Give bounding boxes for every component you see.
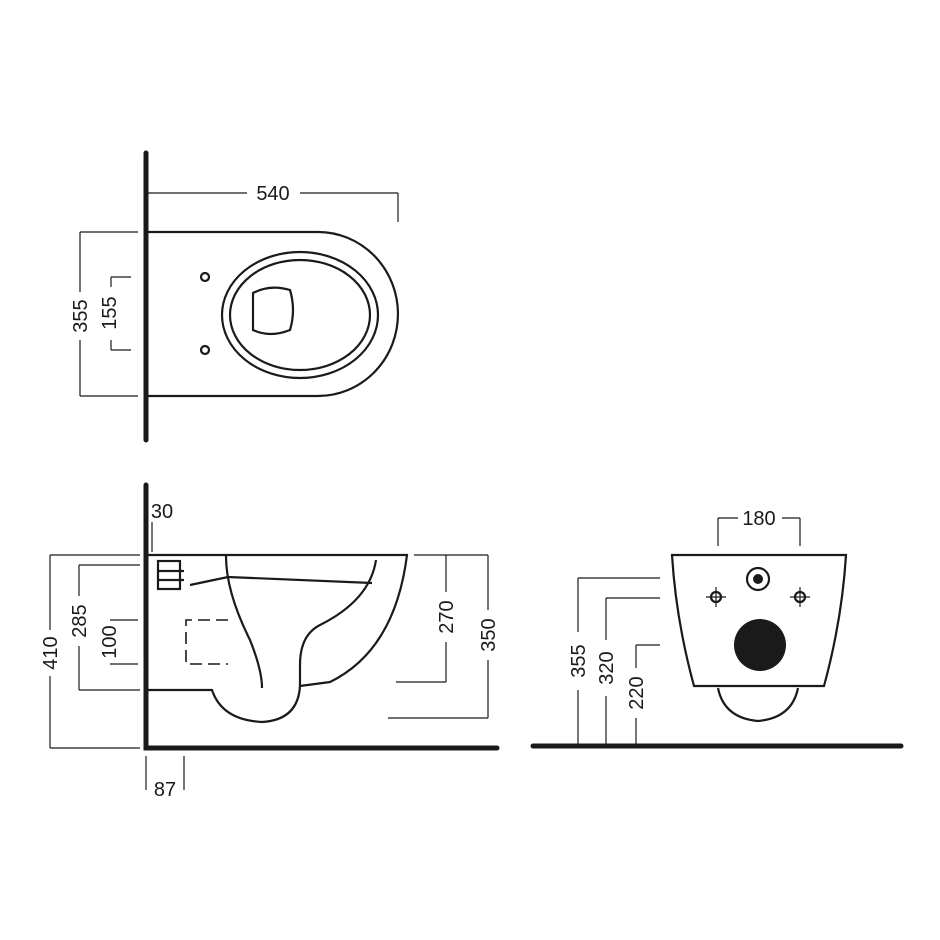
rear-view: 180 355 320 220	[530, 508, 904, 749]
water-inlet-hole	[753, 574, 763, 584]
dim-fixing-spacing-label: 180	[742, 508, 775, 530]
hidden-fixing-bracket	[185, 619, 228, 665]
side-view-trap-front	[224, 555, 264, 689]
dim-bowl-to-rim-label: 270	[436, 600, 458, 633]
seat-outer-ring	[220, 250, 380, 380]
side-view-pan-outline	[146, 553, 409, 724]
dim-inlet-height-label: 285	[69, 604, 91, 637]
waste-outlet	[734, 619, 786, 671]
inlet-connector	[156, 559, 182, 591]
dim-outlet-height-label: 220	[626, 676, 648, 709]
dim-depth-label: 355	[70, 299, 92, 332]
bowl-opening	[251, 286, 295, 336]
dim-outlet-depth-label: 87	[154, 779, 176, 801]
dim-fixing-height-label: 100	[99, 625, 121, 658]
rear-view-pan-outline	[670, 553, 848, 688]
fixing-hole-bottom	[199, 344, 211, 356]
dim-rim-height-label: 355	[568, 644, 590, 677]
top-view-pan-outline	[146, 230, 400, 398]
fixing-hole-top	[199, 271, 211, 283]
top-view: 540 355 155	[70, 150, 400, 443]
side-view-trap-back	[298, 559, 378, 686]
dim-rear-inlet-height-label: 320	[596, 651, 618, 684]
dim-wall-gap-label: 30	[151, 501, 173, 523]
seat-inner-ring	[228, 258, 372, 372]
rear-view-trap	[716, 687, 800, 723]
dim-total-height-label: 410	[40, 636, 62, 669]
water-inlet-ring	[745, 566, 771, 592]
dim-width-label: 540	[256, 183, 289, 205]
side-view: 30 410 285 100 270 350 87	[40, 482, 500, 801]
side-view-inlet-channel	[189, 575, 373, 587]
dim-rim-to-floor-label: 350	[478, 618, 500, 651]
dim-offset-label: 155	[99, 296, 121, 329]
fixing-cross-left	[706, 587, 726, 607]
side-view-wall-floor	[143, 482, 500, 751]
fixing-cross-right	[790, 587, 810, 607]
